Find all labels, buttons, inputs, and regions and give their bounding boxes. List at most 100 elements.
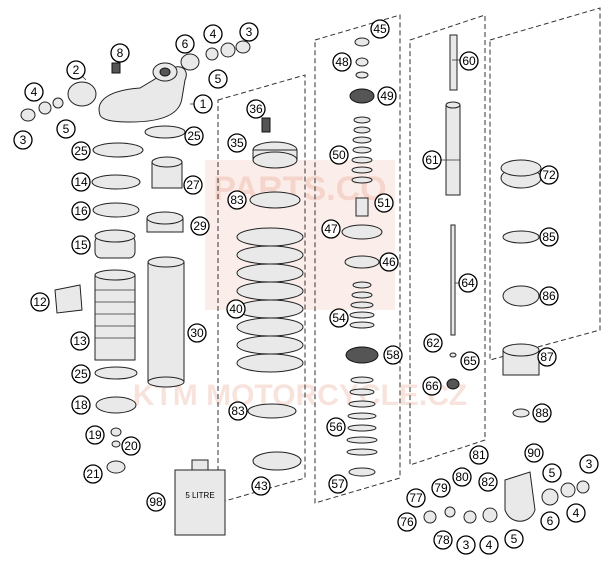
- svg-text:19: 19: [88, 428, 102, 442]
- callout-83: 83: [227, 190, 247, 210]
- svg-text:50: 50: [332, 148, 346, 162]
- callout-62: 62: [423, 333, 443, 353]
- svg-text:82: 82: [481, 475, 495, 489]
- callout-98: 98: [146, 492, 166, 512]
- callout-83: 83: [228, 401, 248, 421]
- callout-82: 82: [478, 472, 498, 492]
- svg-text:88: 88: [535, 406, 549, 420]
- callout-50: 50: [329, 145, 349, 165]
- callout-54: 54: [329, 308, 349, 328]
- callout-2: 2: [66, 60, 86, 80]
- callout-66: 66: [422, 376, 442, 396]
- svg-text:21: 21: [86, 467, 100, 481]
- svg-text:6: 6: [182, 37, 189, 51]
- callout-12: 12: [30, 292, 50, 312]
- reservoir-panel: [500, 159, 542, 418]
- washers-left: [20, 40, 251, 122]
- callout-19: 19: [85, 425, 105, 445]
- svg-text:5: 5: [549, 466, 556, 480]
- panel-outlines: [217, 7, 601, 504]
- svg-text:83: 83: [231, 404, 245, 418]
- svg-text:78: 78: [436, 533, 450, 547]
- callout-20: 20: [121, 436, 141, 456]
- callout-14: 14: [71, 172, 91, 192]
- callout-78: 78: [433, 530, 453, 550]
- svg-text:3: 3: [463, 538, 470, 552]
- callout-21: 21: [83, 464, 103, 484]
- callout-6: 6: [175, 34, 195, 54]
- svg-text:77: 77: [409, 491, 423, 505]
- svg-text:45: 45: [373, 22, 387, 36]
- callout-4: 4: [566, 503, 586, 523]
- svg-text:35: 35: [230, 136, 244, 150]
- lower-left-parts: [94, 366, 138, 474]
- svg-text:64: 64: [461, 276, 475, 290]
- svg-text:40: 40: [229, 302, 243, 316]
- callouts: 1 2 3 3 3 3 4 4 4 4 5 5 5 5 6 6 8 12 13 …: [13, 19, 599, 555]
- callout-25: 25: [184, 126, 204, 146]
- callout-61: 61: [422, 150, 442, 170]
- callout-1: 1: [193, 94, 213, 114]
- watermark-line2: KTM MOTORCYCLE.CZ: [133, 379, 467, 412]
- oil-can: 5 LITRE: [174, 459, 226, 536]
- callout-5: 5: [542, 463, 562, 483]
- svg-text:80: 80: [455, 470, 469, 484]
- callout-40: 40: [226, 299, 246, 319]
- bottom-eye-assembly: [423, 471, 590, 524]
- svg-text:25: 25: [74, 144, 88, 158]
- svg-text:60: 60: [462, 54, 476, 68]
- callout-85: 85: [539, 227, 559, 247]
- svg-text:81: 81: [472, 448, 486, 462]
- callout-64: 64: [458, 273, 478, 293]
- svg-text:4: 4: [31, 85, 38, 99]
- svg-text:25: 25: [187, 129, 201, 143]
- bellows-boot: [94, 269, 136, 361]
- callout-16: 16: [71, 201, 91, 221]
- svg-text:90: 90: [527, 446, 541, 460]
- callout-56: 56: [326, 417, 346, 437]
- callout-25: 25: [71, 141, 91, 161]
- svg-text:15: 15: [74, 238, 88, 252]
- svg-text:79: 79: [434, 481, 448, 495]
- callout-48: 48: [332, 52, 352, 72]
- callout-57: 57: [328, 474, 348, 494]
- callout-15: 15: [71, 235, 91, 255]
- callout-5: 5: [504, 529, 524, 549]
- callout-5: 5: [56, 119, 76, 139]
- callout-4: 4: [203, 24, 223, 44]
- svg-text:4: 4: [573, 506, 580, 520]
- svg-text:54: 54: [332, 311, 346, 325]
- svg-text:58: 58: [386, 348, 400, 362]
- svg-text:1: 1: [200, 97, 207, 111]
- svg-text:49: 49: [380, 89, 394, 103]
- svg-text:61: 61: [425, 153, 439, 167]
- callout-79: 79: [431, 478, 451, 498]
- callout-3: 3: [579, 454, 599, 474]
- piston-rod-panel: [445, 34, 461, 390]
- callout-58: 58: [383, 345, 403, 365]
- callout-8: 8: [110, 43, 130, 63]
- callout-18: 18: [71, 395, 91, 415]
- callout-81: 81: [469, 445, 489, 465]
- callout-86: 86: [539, 286, 559, 306]
- callout-6: 6: [540, 511, 560, 531]
- svg-text:56: 56: [329, 420, 343, 434]
- callout-90: 90: [524, 443, 544, 463]
- svg-text:85: 85: [542, 230, 556, 244]
- svg-text:65: 65: [463, 354, 477, 368]
- svg-text:86: 86: [542, 289, 556, 303]
- svg-text:5: 5: [63, 122, 70, 136]
- callout-3: 3: [13, 130, 33, 150]
- svg-text:5: 5: [511, 532, 518, 546]
- callout-49: 49: [377, 86, 397, 106]
- reservoir-sleeve: [147, 256, 185, 388]
- svg-text:25: 25: [74, 367, 88, 381]
- oil-can-label: 5 LITRE: [185, 491, 214, 500]
- callout-35: 35: [227, 133, 247, 153]
- callout-4: 4: [24, 82, 44, 102]
- svg-text:13: 13: [73, 334, 87, 348]
- callout-88: 88: [532, 403, 552, 423]
- callout-72: 72: [539, 165, 559, 185]
